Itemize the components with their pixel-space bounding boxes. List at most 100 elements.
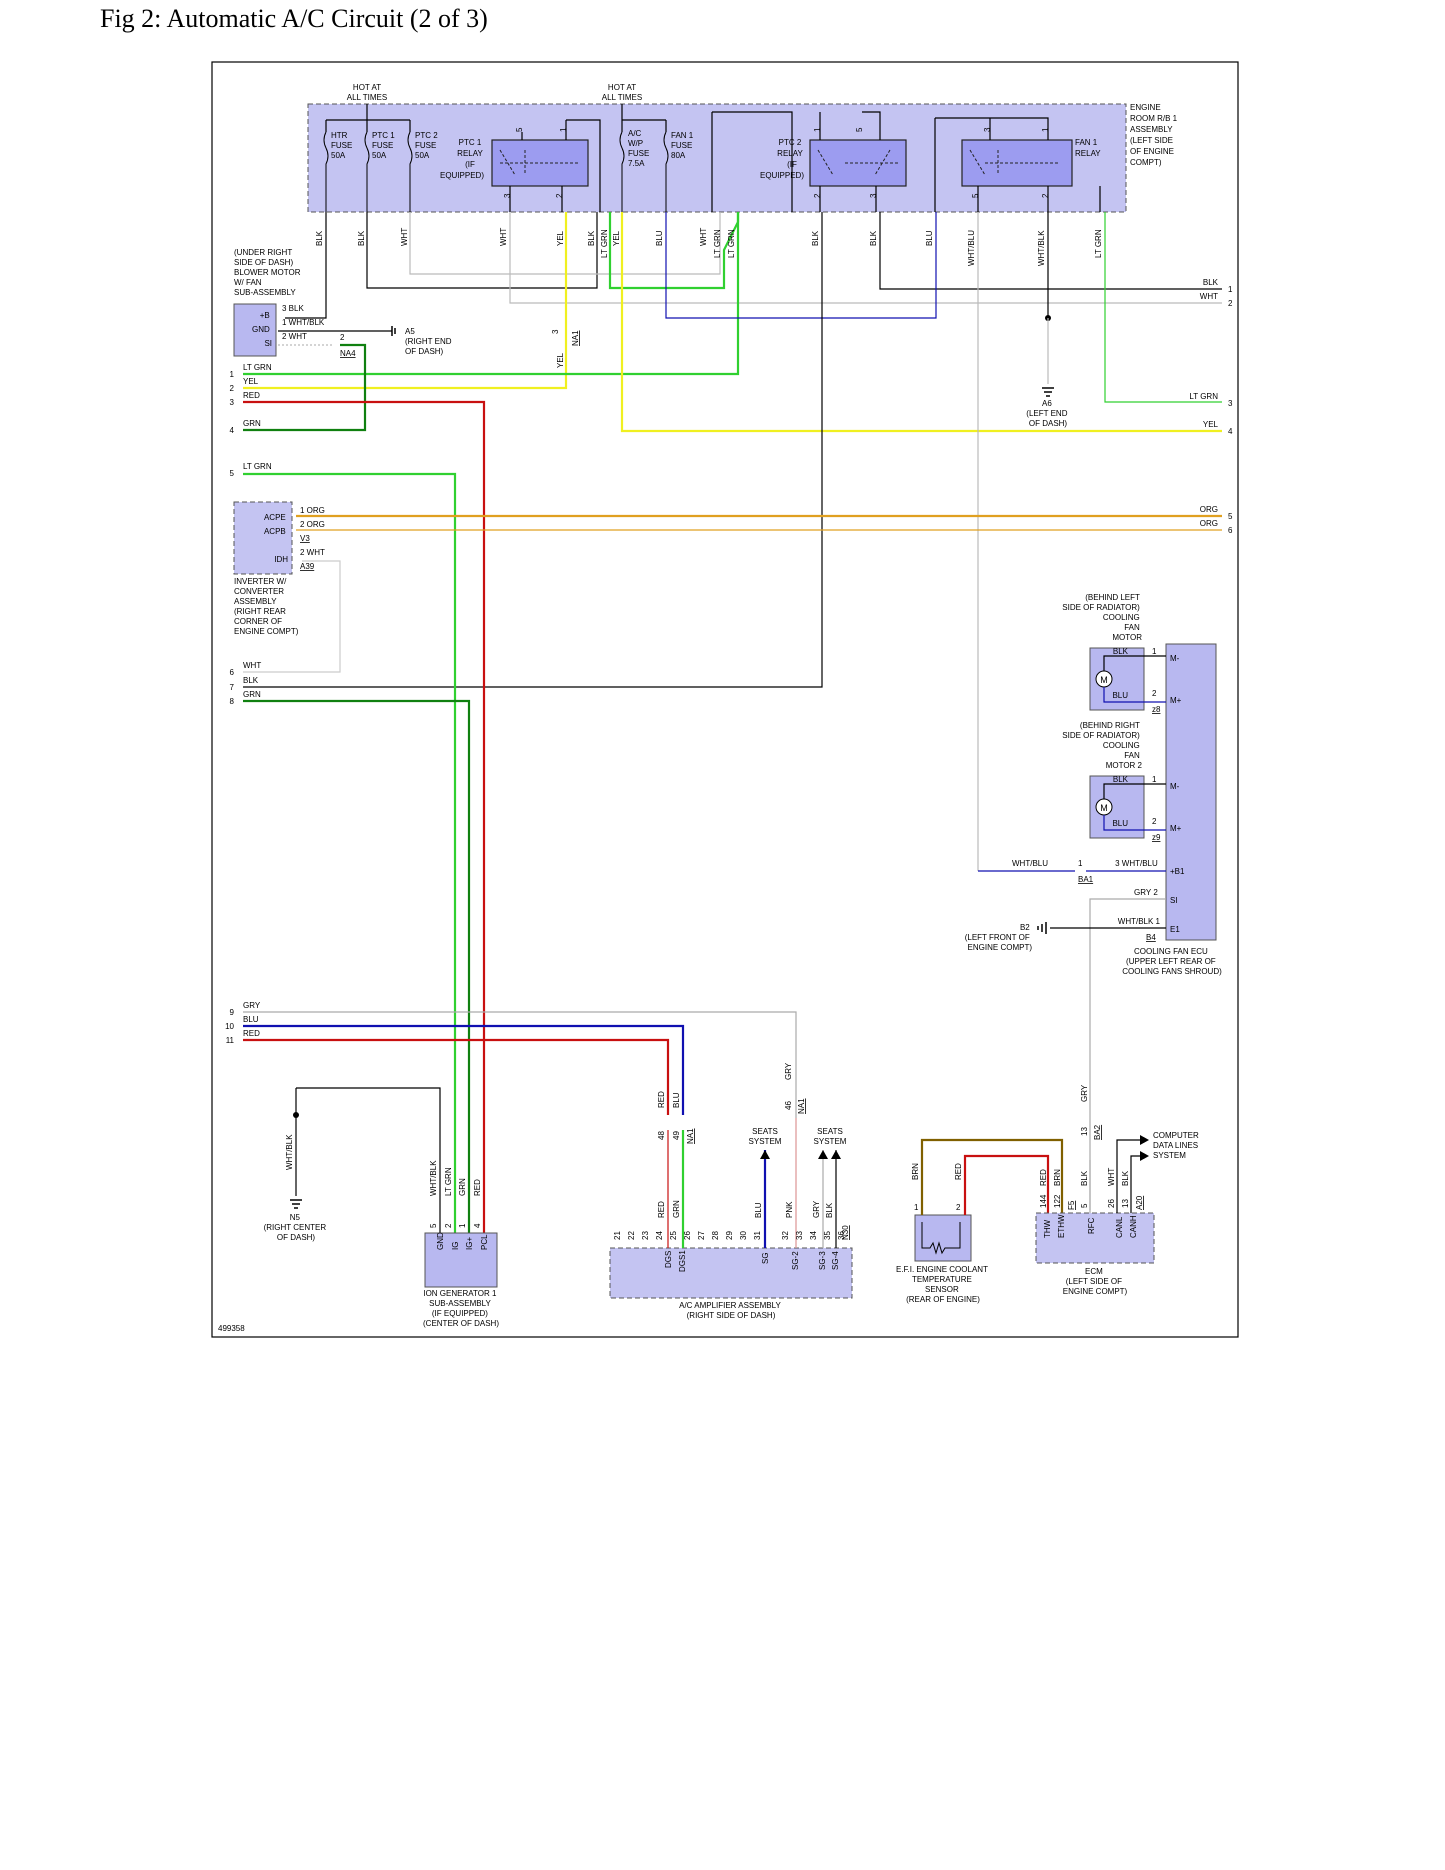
- seats-arrow-1: [760, 1150, 770, 1159]
- left-wire-label: LT GRN: [243, 462, 272, 471]
- amp-pin-num: 33: [795, 1231, 804, 1240]
- left-wire-label: BLU: [243, 1015, 259, 1024]
- page-title: Fig 2: Automatic A/C Circuit (2 of 3): [100, 4, 488, 33]
- ba1-pin: 1: [1078, 859, 1083, 868]
- left-wire-label: BLK: [243, 676, 259, 685]
- ion-pin: GND: [436, 1232, 445, 1250]
- wire-label: LT GRN: [713, 229, 722, 258]
- a20-conn: A20: [1135, 1195, 1144, 1210]
- left-terminal-num: 4: [230, 426, 235, 435]
- right-terminal-num: 6: [1228, 526, 1233, 535]
- left-terminal-num: 9: [230, 1008, 235, 1017]
- amp-pin-wire: BLU: [754, 1202, 763, 1218]
- right-wire-label: ORG: [1200, 519, 1218, 528]
- amp-pin-num: 28: [711, 1231, 720, 1240]
- left-wire-label: GRY: [243, 1001, 261, 1010]
- na4-conn: NA4: [340, 349, 356, 358]
- ecm-wire: BRN: [1053, 1169, 1062, 1186]
- wire-label: BLK: [315, 230, 324, 246]
- seats-arrow-2: [818, 1150, 841, 1159]
- wire-blk-left7: [243, 212, 823, 688]
- na1-amp-wire-blu: BLU: [672, 1092, 681, 1108]
- wire-label: BLU: [655, 230, 664, 246]
- amp-pin-num: 25: [669, 1231, 678, 1240]
- wire-label: BLK: [587, 230, 596, 246]
- wire-label: BLK: [357, 230, 366, 246]
- ion-generator-box: [424, 1232, 498, 1288]
- wire-blk-ptc1: [366, 212, 598, 289]
- right-wire-label: ORG: [1200, 505, 1218, 514]
- ion-pin-num: 4: [473, 1223, 482, 1228]
- fuse-symbols: [323, 131, 669, 212]
- ion-wire: LT GRN: [444, 1167, 453, 1196]
- ecm-wire: BLK: [1080, 1170, 1089, 1186]
- right-terminal-num: 2: [1228, 299, 1233, 308]
- ion-pin: IG: [451, 1242, 460, 1250]
- left-wire-label: LT GRN: [243, 363, 272, 372]
- fan-motor2-ecu-pins: M-M+: [1170, 782, 1182, 833]
- ground-n5-symbol: [290, 1199, 302, 1209]
- ecm-label: ECM (LEFT SIDE OF ENGINE COMPT): [1063, 1267, 1128, 1296]
- right-terminal-num: 5: [1228, 512, 1233, 521]
- wire-grn-left8: [243, 699, 471, 1233]
- left-terminal-numbers: 1 2 3 4 5 6 7 8 9 10 11: [225, 370, 234, 1045]
- amp-pin-num: 31: [753, 1231, 762, 1240]
- amp-pin-num: 36: [837, 1231, 846, 1240]
- ecu-whtblu-left: WHT/BLU: [1012, 859, 1048, 868]
- na1-amp-conn: NA1: [686, 1128, 695, 1144]
- inverter-wires: 1 ORG 2 ORG 2 WHT: [300, 506, 327, 557]
- na1-yel-wire: YEL: [556, 352, 565, 368]
- data-lines-arrows: [1140, 1135, 1149, 1161]
- right-wire-label: BLK: [1203, 278, 1219, 287]
- amp-pin-num: 27: [697, 1231, 706, 1240]
- left-terminal-num: 1: [230, 370, 235, 379]
- ion-wire-labels: WHT/BLK LT GRN GRN RED: [429, 1160, 482, 1196]
- sensor-wire-brn: BRN: [911, 1163, 920, 1180]
- relay-pin-numbers: 5 1 3 2 1 5 2 3 3 1 5 2: [503, 127, 1050, 198]
- wire-label: WHT: [400, 228, 409, 246]
- left-terminal-num: 5: [230, 469, 235, 478]
- ecm-pin-num: 144: [1039, 1194, 1048, 1208]
- left-wire-label: RED: [243, 1029, 260, 1038]
- left-wire-label: GRN: [243, 690, 261, 699]
- ground-b2-label: B2 (LEFT FRONT OF ENGINE COMPT): [965, 923, 1033, 952]
- na1-yel-pin: 3: [551, 329, 560, 334]
- gry-amp-conn: NA1: [797, 1098, 806, 1114]
- amp-pin: SG-4: [831, 1251, 840, 1270]
- left-wire-label: WHT: [243, 661, 261, 670]
- left-wire-label: RED: [243, 391, 260, 400]
- amp-pin-num: 21: [613, 1231, 622, 1240]
- top-wire-labels: BLK BLK WHT WHT YEL BLK LT GRN YEL BLU W…: [315, 228, 1103, 266]
- n30-conn: N30: [841, 1225, 850, 1240]
- f5-conn: F5: [1067, 1200, 1076, 1210]
- inverter-box: [233, 501, 293, 575]
- fan-motor1-ecu-pins: M-M+: [1170, 654, 1182, 705]
- ion-pin: PCL: [480, 1234, 489, 1250]
- wire-fan1-blk: [1103, 655, 1166, 671]
- relay-pin: 2: [813, 193, 822, 198]
- wire-fan2-blu: [1103, 815, 1166, 831]
- relay-feeds: [509, 111, 1101, 212]
- motor1-symbol: M: [1100, 675, 1108, 685]
- inverter-label: INVERTER W/ CONVERTER ASSEMBLY (RIGHT RE…: [234, 577, 299, 636]
- amp-pin: SG: [761, 1252, 770, 1264]
- ecm-pins: THW ETHW RFC CANL CANH: [1043, 1214, 1138, 1238]
- left-wire-label: GRN: [243, 419, 261, 428]
- wire-blu-left10: [243, 1024, 685, 1115]
- relay-internals: [499, 149, 1060, 176]
- wire-label: WHT: [499, 228, 508, 246]
- ecm-pin: ETHW: [1057, 1214, 1066, 1238]
- wire-ltgrn-right3: [1104, 212, 1222, 403]
- ground-a6-label: A6 (LEFT END OF DASH): [1026, 399, 1069, 428]
- ion-pin-nums: 5 2 1 4: [429, 1223, 482, 1228]
- ecm-pin-num: 26: [1107, 1199, 1116, 1208]
- amp-pin: SG-3: [818, 1251, 827, 1270]
- wire-label: BLK: [869, 230, 878, 246]
